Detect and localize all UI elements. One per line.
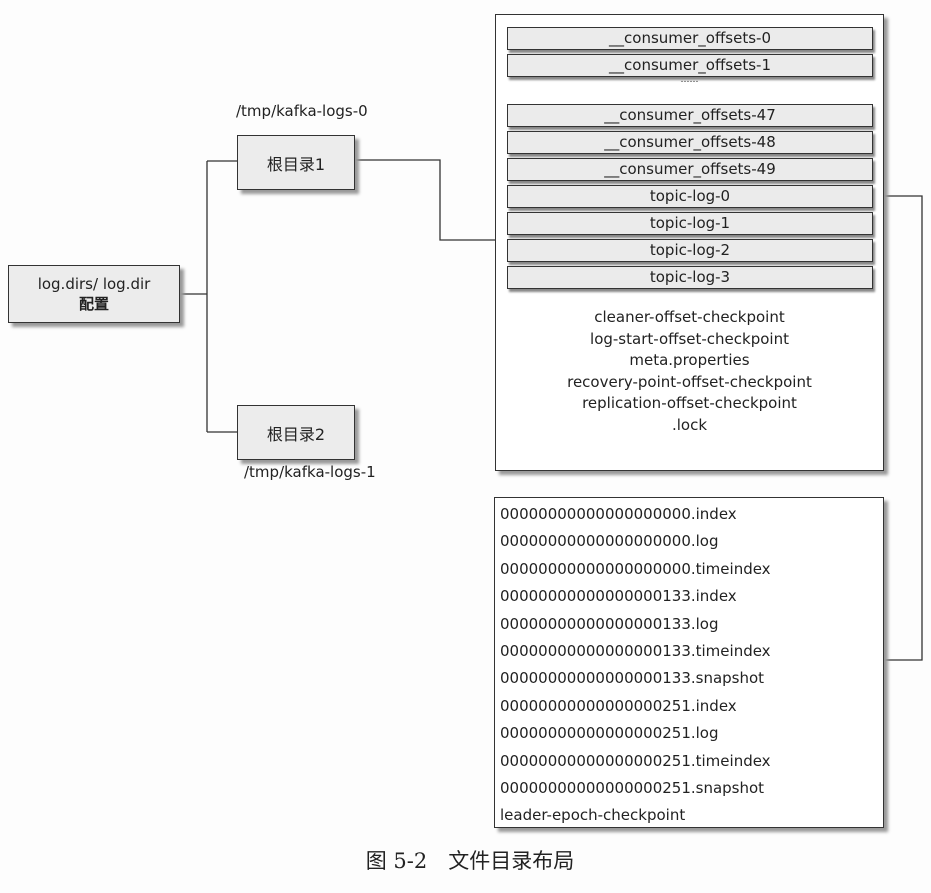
segment-file: 00000000000000000000.log bbox=[500, 532, 719, 551]
file-item: replication-offset-checkpoint bbox=[582, 394, 797, 412]
config-box: log.dirs/ log.dir 配置 bbox=[8, 265, 180, 323]
config-line1: log.dirs/ log.dir bbox=[37, 274, 151, 293]
segment-file: 00000000000000000251.log bbox=[500, 724, 719, 743]
segment-file: 00000000000000000000.index bbox=[500, 505, 737, 523]
file-item: .lock bbox=[671, 415, 708, 434]
segment-file: 00000000000000000000.timeindex bbox=[500, 559, 771, 578]
partition-dir: topic-log-3 bbox=[507, 266, 873, 289]
segment-file: 00000000000000000133.snapshot bbox=[500, 669, 765, 688]
partition-dir: __consumer_offsets-1 bbox=[507, 54, 873, 77]
root1-to-dir-connector bbox=[355, 159, 495, 241]
config-line2: 配置 bbox=[78, 294, 109, 313]
root-directory-box: __consumer_offsets-0 __consumer_offsets-… bbox=[495, 14, 884, 471]
root1-box: 根目录1 bbox=[237, 135, 355, 190]
segment-file: 00000000000000000251.timeindex bbox=[500, 751, 771, 770]
segment-file: 00000000000000000251.index bbox=[500, 696, 737, 715]
partition-dir: __consumer_offsets-0 bbox=[507, 27, 873, 50]
topic-log-0-connector bbox=[872, 195, 923, 661]
segment-files-box: 00000000000000000000.index 0000000000000… bbox=[494, 497, 884, 828]
partition-dir: __consumer_offsets-48 bbox=[507, 131, 873, 154]
partition-dir: __consumer_offsets-47 bbox=[507, 104, 873, 127]
root2-path: /tmp/kafka-logs-1 bbox=[244, 463, 376, 481]
root-files-list: cleaner-offset-checkpoint log-start-offs… bbox=[496, 307, 883, 436]
segment-file: leader-epoch-checkpoint bbox=[500, 806, 686, 825]
file-item: meta.properties bbox=[629, 351, 750, 369]
ellipsis: …… bbox=[680, 75, 699, 85]
file-item: log-start-offset-checkpoint bbox=[590, 329, 789, 348]
partition-dir: topic-log-1 bbox=[507, 212, 873, 235]
root2-box: 根目录2 bbox=[237, 405, 355, 460]
partition-dir-topic-log-0: topic-log-0 bbox=[507, 185, 873, 208]
file-item: cleaner-offset-checkpoint bbox=[594, 308, 785, 326]
root1-path: /tmp/kafka-logs-0 bbox=[236, 102, 368, 120]
segment-file: 00000000000000000133.log bbox=[500, 614, 719, 633]
root2-label: 根目录2 bbox=[266, 424, 326, 444]
partition-dir: topic-log-2 bbox=[507, 239, 873, 262]
root1-label: 根目录1 bbox=[266, 154, 326, 174]
segment-file: 00000000000000000251.snapshot bbox=[500, 779, 765, 798]
segment-file: 00000000000000000133.index bbox=[500, 587, 737, 606]
figure-caption: 图 5-2 文件目录布局 bbox=[365, 849, 575, 873]
partition-dir: __consumer_offsets-49 bbox=[507, 158, 873, 181]
segment-file: 00000000000000000133.timeindex bbox=[500, 642, 771, 661]
file-item: recovery-point-offset-checkpoint bbox=[567, 372, 812, 391]
